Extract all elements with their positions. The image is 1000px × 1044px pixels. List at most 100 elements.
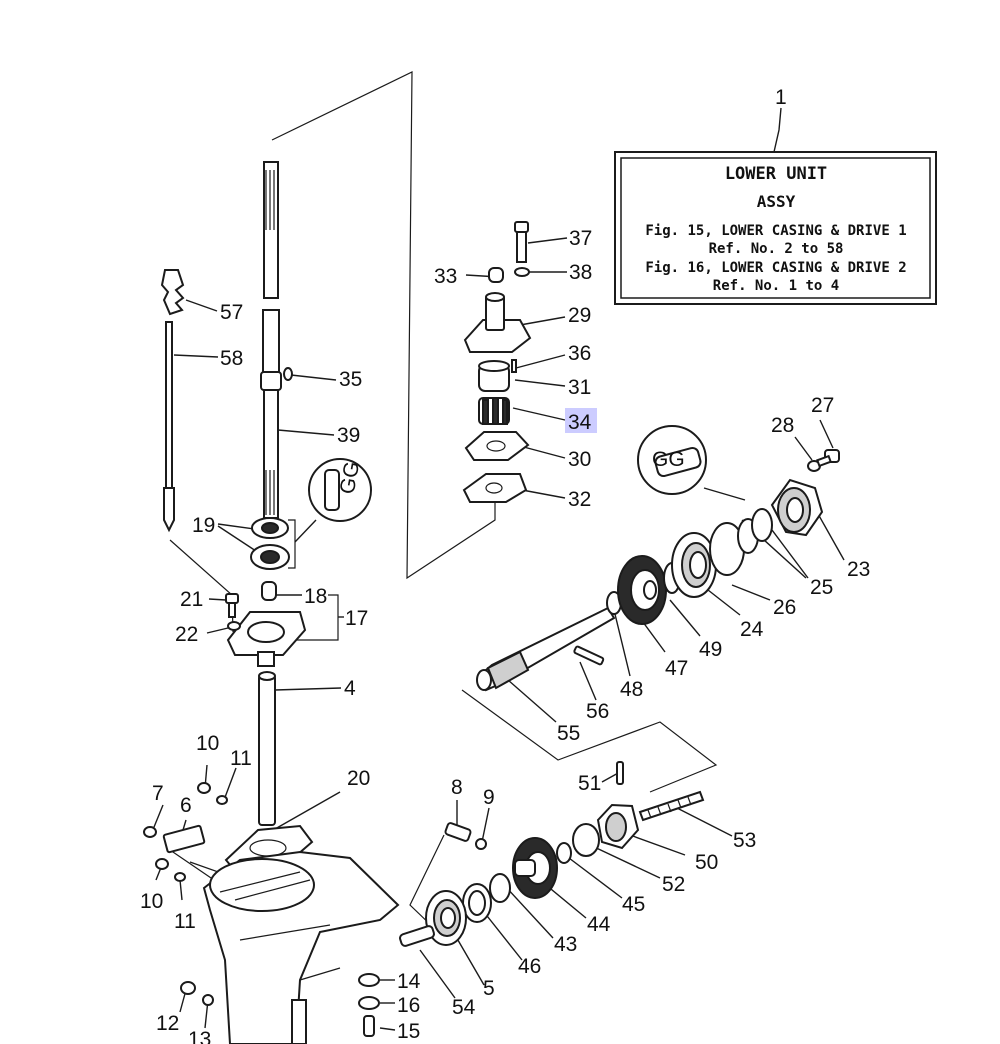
clutch-50 <box>596 803 640 850</box>
callout-28[interactable]: 28 <box>771 414 794 437</box>
callout-10-upper[interactable]: 10 <box>196 732 219 755</box>
callout-47[interactable]: 47 <box>665 657 688 680</box>
callout-34[interactable]: 34 <box>568 411 592 434</box>
svg-text:GG: GG <box>652 448 685 471</box>
callout-20[interactable]: 20 <box>347 767 370 790</box>
callout-32[interactable]: 32 <box>568 488 591 511</box>
callout-38[interactable]: 38 <box>569 261 592 284</box>
callout-57[interactable]: 57 <box>220 301 243 324</box>
pin-56 <box>573 645 605 666</box>
bolt-21 <box>225 593 239 618</box>
callout-45[interactable]: 45 <box>622 893 645 916</box>
callout-51[interactable]: 51 <box>578 772 601 795</box>
callout-1[interactable]: 1 <box>775 86 787 109</box>
callout-48[interactable]: 48 <box>620 678 643 701</box>
bushing-18 <box>261 581 277 601</box>
callout-17[interactable]: 17 <box>345 607 368 630</box>
callout-7[interactable]: 7 <box>152 782 164 805</box>
callout-23[interactable]: 23 <box>847 558 870 581</box>
bolt-10-upper <box>197 782 211 794</box>
reverse-gear-47 <box>617 555 667 625</box>
callout-33[interactable]: 33 <box>434 265 457 288</box>
washer-11-lower <box>174 872 186 882</box>
detail-callout-right: GG <box>637 425 707 495</box>
callout-56[interactable]: 56 <box>586 700 609 723</box>
callout-8[interactable]: 8 <box>451 776 463 799</box>
callout-35[interactable]: 35 <box>339 368 362 391</box>
washer-22 <box>227 621 241 631</box>
callout-4[interactable]: 4 <box>344 677 356 700</box>
callout-6[interactable]: 6 <box>180 794 192 817</box>
washer-11-upper <box>216 795 228 805</box>
callout-55[interactable]: 55 <box>557 722 580 745</box>
pin-35 <box>283 367 293 381</box>
shift-cam-8 <box>444 822 472 842</box>
water-tube-4 <box>258 671 276 826</box>
forward-gear-44 <box>512 837 558 899</box>
lower-casing <box>202 850 400 1044</box>
grommet-33 <box>488 267 504 283</box>
callout-12[interactable]: 12 <box>156 1012 179 1035</box>
callout-5[interactable]: 5 <box>483 977 495 1000</box>
callout-9[interactable]: 9 <box>483 786 495 809</box>
lower-unit-info-box: LOWER UNIT ASSY Fig. 15, LOWER CASING & … <box>614 151 937 305</box>
callout-11-lower[interactable]: 11 <box>174 910 196 933</box>
callout-15[interactable]: 15 <box>397 1020 420 1043</box>
callout-16[interactable]: 16 <box>397 994 420 1017</box>
callout-30[interactable]: 30 <box>568 448 591 471</box>
callout-52[interactable]: 52 <box>662 873 685 896</box>
outer-plate-32 <box>462 473 528 503</box>
washer-38 <box>514 267 530 277</box>
callout-29[interactable]: 29 <box>568 304 591 327</box>
detail-callout-left: GG <box>308 458 372 522</box>
oil-seal-and-bearing-19 <box>250 517 290 570</box>
callout-10-lower[interactable]: 10 <box>140 890 163 913</box>
bearing-46 <box>462 883 492 923</box>
drive-shaft-lower <box>260 371 282 519</box>
callout-44[interactable]: 44 <box>587 913 611 936</box>
callout-58[interactable]: 58 <box>220 347 243 370</box>
key-36 <box>511 359 517 373</box>
callout-37[interactable]: 37 <box>569 227 592 250</box>
callout-53[interactable]: 53 <box>733 829 756 852</box>
info-box-fig16-range: Ref. No. 1 to 4 <box>713 278 839 294</box>
callout-27[interactable]: 27 <box>811 394 834 417</box>
impeller-34 <box>478 397 510 425</box>
callout-49[interactable]: 49 <box>699 638 722 661</box>
callout-19[interactable]: 19 <box>192 514 215 537</box>
callout-39[interactable]: 39 <box>337 424 360 447</box>
bearing-housing-23 <box>770 478 824 537</box>
gasket-30 <box>464 431 530 461</box>
spring-53 <box>638 790 705 822</box>
callout-21[interactable]: 21 <box>180 588 203 611</box>
callout-46[interactable]: 46 <box>518 955 541 978</box>
callout-22[interactable]: 22 <box>175 623 198 646</box>
callout-11-upper[interactable]: 11 <box>230 747 252 770</box>
bolt-15 <box>363 1015 375 1037</box>
callout-18[interactable]: 18 <box>304 585 327 608</box>
plug-12 <box>180 981 196 995</box>
info-box-fig15-range: Ref. No. 2 to 58 <box>709 241 844 257</box>
callout-13[interactable]: 13 <box>188 1028 211 1044</box>
circlip-52 <box>572 823 600 857</box>
sleeve-54 <box>399 925 435 947</box>
callout-50[interactable]: 50 <box>695 851 718 874</box>
callout-54[interactable]: 54 <box>452 996 476 1019</box>
callout-31[interactable]: 31 <box>568 376 591 399</box>
callout-24[interactable]: 24 <box>740 618 764 641</box>
callout-numbers: 1 37 38 33 29 36 31 34 30 32 57 58 35 39… <box>140 86 870 1044</box>
shim-43 <box>489 873 511 903</box>
callout-36[interactable]: 36 <box>568 342 591 365</box>
oil-seal-housing-17 <box>226 611 307 667</box>
bolt-10-lower <box>155 858 169 870</box>
propeller-shaft-55 <box>476 606 616 692</box>
pump-bolt-37 <box>514 221 529 263</box>
bolt-27 <box>816 449 840 468</box>
callout-43[interactable]: 43 <box>554 933 577 956</box>
callout-25[interactable]: 25 <box>810 576 833 599</box>
callout-26[interactable]: 26 <box>773 596 796 619</box>
callout-14[interactable]: 14 <box>397 970 421 993</box>
ball-bearing-24 <box>671 532 717 598</box>
